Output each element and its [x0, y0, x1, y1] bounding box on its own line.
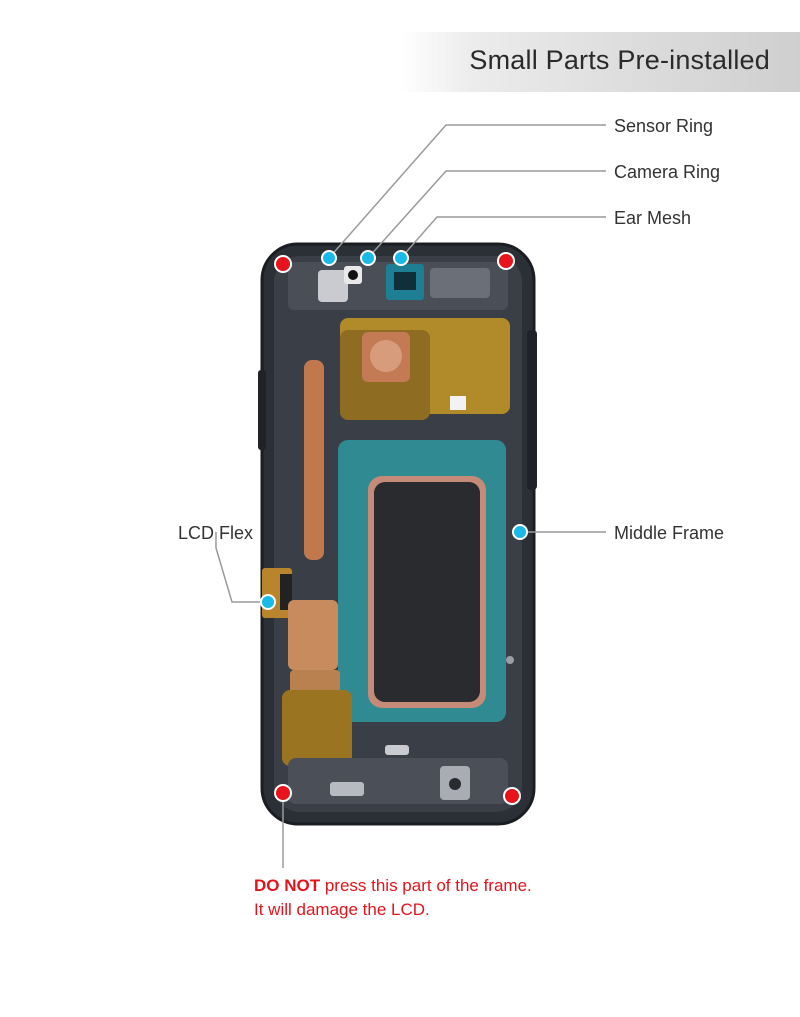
- title-banner: Small Parts Pre-installed: [400, 32, 800, 92]
- marker-camera-ring: [360, 250, 376, 266]
- label-middle-frame: Middle Frame: [614, 523, 725, 543]
- warning-emphasis: DO NOT: [254, 876, 321, 895]
- marker-lcd-flex: [260, 594, 276, 610]
- banner-title: Small Parts Pre-installed: [469, 45, 770, 75]
- warning-line-1: DO NOT press this part of the frame.: [254, 874, 532, 898]
- side-rail-right: [527, 330, 537, 490]
- warning-note: DO NOT press this part of the frame. It …: [254, 874, 532, 922]
- label-ear-mesh: Ear Mesh: [614, 208, 692, 228]
- lcd-flex-strip: [304, 360, 324, 560]
- camera-lens: [348, 270, 358, 280]
- marker-corner-top-left: [274, 255, 292, 273]
- leader-sensor-ring: [328, 124, 606, 259]
- label-camera-ring: Camera Ring: [614, 162, 721, 182]
- marker-ear-mesh: [393, 250, 409, 266]
- warning-line-1-text: press this part of the frame.: [320, 876, 532, 895]
- ear-mesh-grill: [394, 272, 416, 290]
- marker-corner-bottom-right: [503, 787, 521, 805]
- leader-camera-ring: [367, 170, 606, 259]
- leader-ear-mesh: [400, 216, 606, 259]
- lcd-flex-chip: [280, 574, 292, 610]
- side-rail-left: [258, 370, 266, 450]
- white-label: [450, 396, 466, 410]
- headphone-jack-hole: [449, 778, 461, 790]
- marker-corner-top-right: [497, 252, 515, 270]
- marker-corner-bottom-left: [274, 784, 292, 802]
- amber-flex-bottom: [282, 690, 352, 766]
- top-right-bracket: [430, 268, 490, 298]
- label-sensor-ring: Sensor Ring: [614, 116, 714, 136]
- side-screw: [506, 656, 514, 664]
- copper-pad-dot: [370, 340, 402, 372]
- bottom-speaker: [330, 782, 364, 796]
- marker-middle-frame: [512, 524, 528, 540]
- leader-lcd-flex: [215, 532, 268, 603]
- copper-shield-upper: [288, 600, 338, 670]
- marker-sensor-ring: [321, 250, 337, 266]
- bottom-center-connector: [385, 745, 409, 755]
- sensor-module: [318, 270, 348, 302]
- label-lcd-flex: LCD Flex: [178, 523, 254, 543]
- bottom-module-strip: [288, 758, 508, 804]
- warning-line-2: It will damage the LCD.: [254, 900, 430, 919]
- lcd-panel: [374, 482, 480, 702]
